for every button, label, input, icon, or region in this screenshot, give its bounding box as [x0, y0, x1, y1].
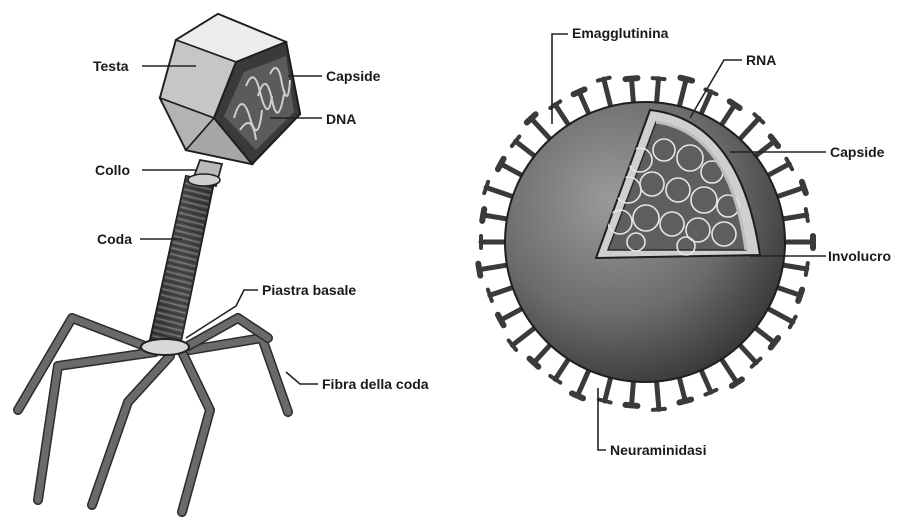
label-neuraminidase: Neuraminidasi — [610, 442, 706, 458]
label-tail-fiber: Fibra della coda — [322, 376, 429, 392]
influenza-virus: Emagglutinina RNA Capside Involucro Neur… — [478, 25, 891, 458]
spike-head — [574, 89, 585, 94]
spike-head — [653, 78, 665, 79]
spike-head — [680, 78, 692, 81]
label-envelope: Involucro — [828, 248, 891, 264]
head — [160, 14, 300, 164]
label-neck: Collo — [95, 162, 130, 178]
spike-head — [798, 290, 802, 301]
bacteriophage: Testa Capside DNA Collo Coda Piastra bas… — [18, 14, 429, 512]
spike-head — [679, 400, 691, 403]
spike-head — [802, 182, 806, 193]
label-capsid-flu: Capside — [830, 144, 885, 160]
spike-head — [626, 405, 638, 406]
neck — [188, 160, 222, 186]
label-capsid-phage: Capside — [326, 68, 381, 84]
spike-head — [478, 264, 480, 276]
label-dna: DNA — [326, 111, 356, 127]
spike-head — [806, 263, 808, 275]
label-base-plate: Piastra basale — [262, 282, 356, 298]
label-hemagglutinin: Emagglutinina — [572, 25, 669, 41]
spike-head — [484, 182, 488, 193]
label-tail: Coda — [97, 231, 132, 247]
base-plate — [141, 339, 189, 355]
spike-head — [482, 209, 484, 221]
spike-head — [572, 393, 583, 398]
spike-head — [626, 78, 638, 79]
label-rna: RNA — [746, 52, 776, 68]
spike-head — [653, 409, 665, 410]
tail — [150, 176, 214, 346]
spike-head — [705, 390, 716, 395]
spike-head — [599, 400, 611, 403]
label-head: Testa — [93, 58, 129, 74]
spike-head — [598, 78, 610, 81]
spike-head — [806, 209, 808, 221]
spike-head — [488, 290, 492, 301]
